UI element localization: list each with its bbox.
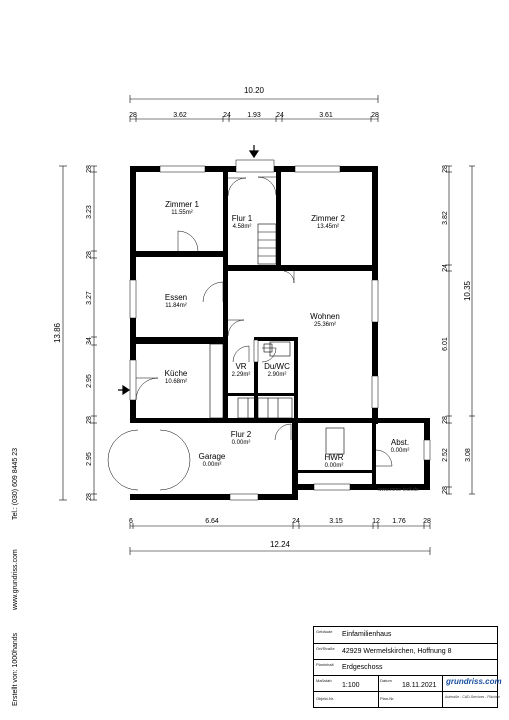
room-name-kueche: Küche <box>165 369 188 378</box>
room-name-zimmer-2: Zimmer 2 <box>311 214 345 223</box>
room-labels: Zimmer 1 11.55m² Flur 1 4.58m² Zimmer 2 … <box>165 200 410 469</box>
dim-right-seg-4: 6.01 <box>442 337 449 351</box>
room-area-zimmer-1: 11.55m² <box>171 210 193 216</box>
dim-bottom-seg-5: 12 <box>372 518 380 525</box>
room-name-garage: Garage <box>199 452 226 461</box>
tb-logo-area: grundriss.com Aufmaße - CAD-Services - F… <box>442 675 502 707</box>
left-dimensions: 13.86 28 3.23 28 3.27 34 2.95 28 2.95 28 <box>53 165 97 501</box>
dim-bottom-seg-2: 6.64 <box>205 518 219 525</box>
tb-plan-nr-label: Plan-Nr. <box>380 696 395 701</box>
dim-right-seg-5: 28 <box>442 416 449 424</box>
tb-date: 18.11.2021 <box>402 682 437 689</box>
room-area-hwr: 0.00m² <box>325 463 344 469</box>
room-name-zimmer-1: Zimmer 1 <box>165 200 199 209</box>
room-area-abst: 0.00m² <box>391 448 410 454</box>
room-name-flur-2: Flur 2 <box>231 430 252 439</box>
room-area-flur-2: 0.00m² <box>232 440 251 446</box>
right-dimensions: 28 3.82 24 6.01 28 2.52 28 10.35 3.08 <box>442 165 475 495</box>
dim-top-seg-6: 3.61 <box>319 112 333 119</box>
grundriss-logo: grundriss.com <box>446 677 502 686</box>
watermark: www.mmo-teck.de <box>378 487 419 493</box>
tb-address-label: Ort/Straße <box>316 646 335 651</box>
room-area-wohnen: 25.36m² <box>314 322 336 328</box>
tb-plan-label: Planinhalt <box>316 662 334 667</box>
tb-scale-label: Maßstab <box>316 678 332 683</box>
dim-left-seg-9: 28 <box>86 493 93 501</box>
dim-top-seg-5: 24 <box>276 112 284 119</box>
dim-right-low: 3.08 <box>465 448 472 462</box>
room-area-zimmer-2: 13.45m² <box>317 224 339 230</box>
room-area-kueche: 10.68m² <box>165 379 187 385</box>
dim-top-seg-7: 28 <box>371 112 379 119</box>
dim-left-seg-3: 28 <box>86 251 93 259</box>
dim-top-total: 10.20 <box>244 86 265 95</box>
tb-building: Einfamilienhaus <box>342 631 392 638</box>
tb-date-label: Datum <box>380 678 392 683</box>
dim-bottom-seg-1: 6 <box>129 518 133 525</box>
dim-left-seg-7: 28 <box>86 416 93 424</box>
dim-right-seg-1: 28 <box>442 165 449 173</box>
dim-left-seg-6: 2.95 <box>86 374 93 388</box>
website-text: www.grundriss.com <box>12 549 19 610</box>
room-name-essen: Essen <box>165 293 187 302</box>
windows <box>129 159 431 501</box>
dim-right-seg-2: 3.82 <box>442 211 449 225</box>
phone-text: Tel.: (030) 609 8445 23 <box>12 448 19 520</box>
room-name-vr: VR <box>235 362 246 371</box>
dim-right-total: 10.35 <box>463 280 472 301</box>
room-name-flur-1: Flur 1 <box>232 214 253 223</box>
doors <box>107 176 393 491</box>
grundriss-logo-sub: Aufmaße - CAD-Services - Flächen <box>445 695 500 699</box>
dim-bottom-seg-7: 28 <box>423 518 431 525</box>
room-area-flur-1: 4.58m² <box>233 224 252 230</box>
room-area-du-wc: 2.90m² <box>268 372 287 378</box>
dim-bottom-seg-6: 1.76 <box>392 518 406 525</box>
dim-top-seg-2: 3.62 <box>173 112 187 119</box>
dim-bottom-seg-4: 3.15 <box>329 518 343 525</box>
dim-left-seg-4: 3.27 <box>86 291 93 305</box>
bottom-dimensions: 6 6.64 24 3.15 12 1.76 28 12.24 <box>129 518 431 555</box>
tb-plan: Erdgeschoss <box>342 664 383 671</box>
dim-top-seg-4: 1.93 <box>247 112 261 119</box>
dim-right-seg-3: 24 <box>442 264 449 272</box>
room-name-du-wc: Du/WC <box>264 362 290 371</box>
created-by-text: Erstellt von: 1000hands <box>12 632 19 706</box>
entry-arrow-top-icon <box>248 145 260 159</box>
tb-address: 42929 Wermelskirchen, Hoffnung 8 <box>342 648 452 655</box>
dim-right-seg-6: 2.52 <box>442 448 449 462</box>
room-name-hwr: HWR <box>324 453 343 462</box>
dim-left-total: 13.86 <box>53 322 62 343</box>
tb-building-label: Gebäude <box>316 629 333 634</box>
title-block: Gebäude Einfamilienhaus Ort/Straße 42929… <box>313 626 502 708</box>
dim-right-seg-7: 28 <box>442 486 449 494</box>
room-name-abst: Abst. <box>391 438 409 447</box>
entry-arrow-left-icon <box>118 384 131 396</box>
walls <box>130 166 430 500</box>
dim-top-seg-3: 24 <box>223 112 231 119</box>
tb-object-label: Objekt-Nr. <box>316 696 335 701</box>
room-area-vr: 2.29m² <box>232 372 251 378</box>
tb-scale: 1:100 <box>342 682 360 689</box>
dim-left-seg-8: 2.95 <box>86 452 93 466</box>
dim-left-seg-1: 28 <box>86 165 93 173</box>
dim-bottom-total: 12.24 <box>270 540 291 549</box>
dim-left-seg-5: 34 <box>86 337 93 345</box>
room-name-wohnen: Wohnen <box>310 312 340 321</box>
room-area-essen: 11.84m² <box>165 303 187 309</box>
dim-left-seg-2: 3.23 <box>86 205 93 219</box>
stairs <box>209 223 345 455</box>
top-dimensions: 10.20 28 3.62 24 1.93 24 3.61 28 <box>129 86 379 122</box>
dim-bottom-seg-3: 24 <box>292 518 300 525</box>
room-area-garage: 0.00m² <box>203 462 222 468</box>
dim-top-seg-1: 28 <box>129 112 137 119</box>
